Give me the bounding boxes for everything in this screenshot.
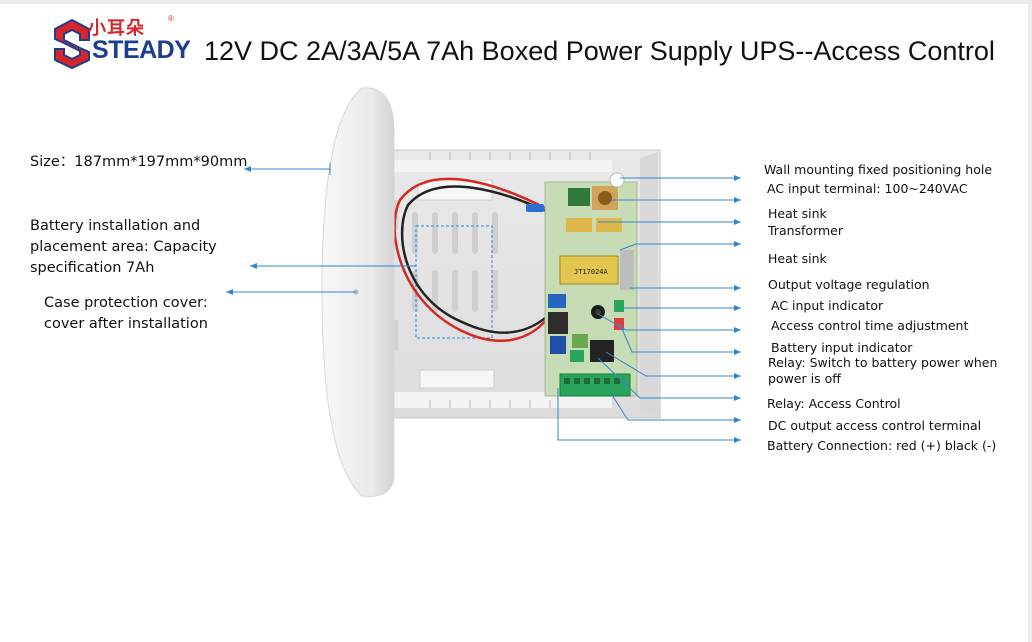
battery-connection-label: Battery Connection: red (+) black (-) (767, 438, 997, 453)
ac-indicator-label: AC input indicator (771, 298, 884, 313)
pcb-board: JT17024A (544, 181, 638, 397)
heat-sink-1-label: Heat sink (768, 206, 827, 221)
logo-s-mark-icon (54, 18, 90, 70)
battery-black-wire (400, 185, 551, 334)
right-callout-lines (557, 175, 741, 443)
cover-label: Case protection cover: cover after insta… (44, 295, 208, 332)
relay-switch-label: Relay: Switch to battery power when powe… (768, 355, 998, 386)
transformer-marking: JT17024A (574, 268, 609, 276)
time-adjustment-label: Access control time adjustment (771, 318, 969, 333)
top-border (0, 0, 1032, 4)
ac-terminal-label: AC input terminal: 100~240VAC (767, 181, 968, 196)
terminal-block (559, 373, 631, 397)
mounting-hole (609, 172, 625, 188)
page-title: 12V DC 2A/3A/5A 7Ah Boxed Power Supply U… (204, 36, 995, 66)
left-callout-lines (226, 163, 416, 295)
heat-sink-2-label: Heat sink (768, 251, 827, 266)
transformer-label: Transformer (768, 223, 844, 238)
brand-logo: 小耳朵 ® STEADY (52, 14, 191, 74)
battery-area-label: Battery installation and placement area:… (30, 218, 217, 276)
voltage-regulation-label: Output voltage regulation (768, 277, 930, 292)
battery-indicator-label: Battery input indicator (771, 340, 913, 355)
logo-chinese-text: 小耳朵 (88, 18, 145, 39)
dc-output-label: DC output access control terminal (768, 418, 982, 433)
vent-slots (412, 212, 498, 312)
right-border (1028, 0, 1032, 642)
logo-english-text: STEADY (92, 36, 191, 64)
mounting-hole-label: Wall mounting fixed positioning hole (764, 162, 993, 177)
logo-registered-mark: ® (168, 14, 174, 23)
relay-access-label: Relay: Access Control (767, 396, 901, 411)
battery-red-wire (393, 177, 549, 343)
size-label: Size：187mm*197mm*90mm (30, 154, 248, 170)
